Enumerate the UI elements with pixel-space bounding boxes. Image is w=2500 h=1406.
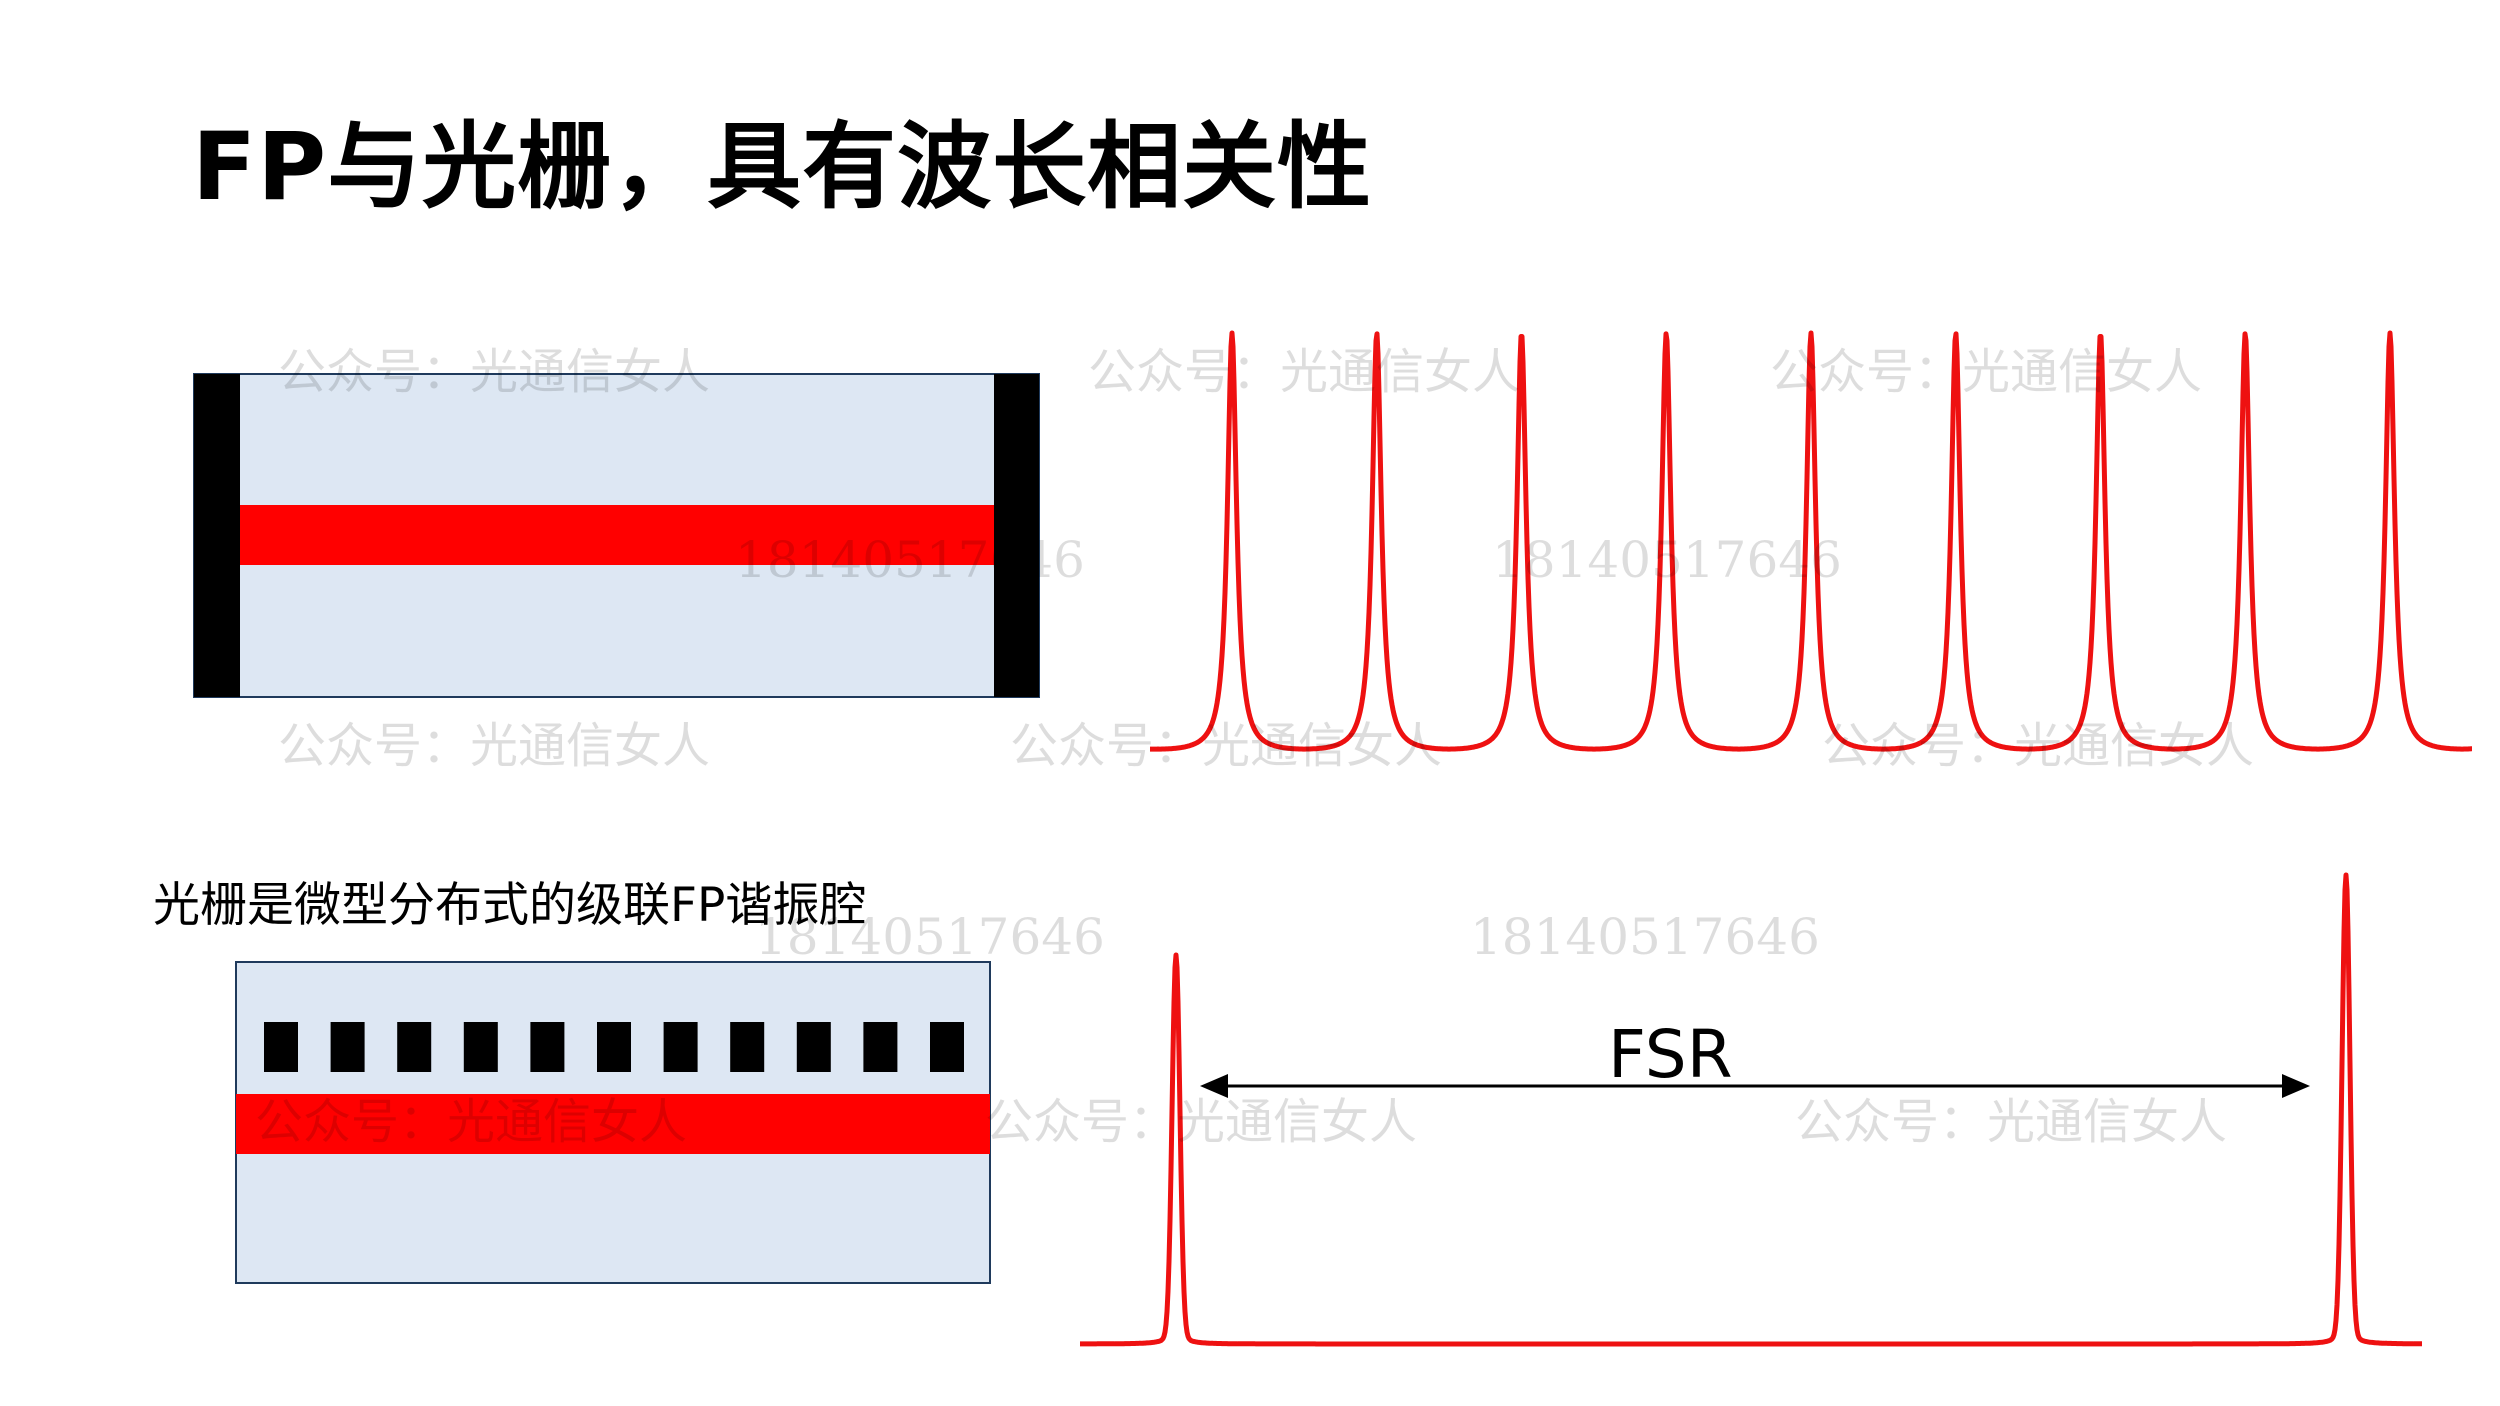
grating-tooth	[597, 1022, 631, 1072]
fsr-arrowhead-right	[2282, 1074, 2310, 1098]
grating-diagram	[235, 961, 991, 1284]
fsr-arrowhead-left	[1200, 1074, 1228, 1098]
grating-spectrum-curve	[1078, 872, 2424, 1347]
fp-cavity-diagram	[193, 373, 1040, 698]
fp-spectrum-curve	[1148, 330, 2474, 752]
grating-tooth	[663, 1022, 698, 1072]
fsr-arrow	[1200, 1074, 2310, 1098]
grating-tooth	[930, 1022, 964, 1072]
grating-waveguide-core	[236, 1094, 990, 1154]
grating-tooth	[264, 1022, 298, 1072]
grating-caption: 光栅是微型分布式的级联FP谐振腔	[153, 878, 867, 933]
grating-tooth	[463, 1022, 498, 1072]
grating-tooth	[863, 1022, 898, 1072]
fp-waveguide-core	[240, 505, 994, 565]
fp-left-mirror	[194, 374, 240, 697]
grating-tooth	[397, 1022, 432, 1072]
grating-tooth	[730, 1022, 765, 1072]
fp-right-mirror	[994, 374, 1039, 697]
grating-tooth	[330, 1022, 365, 1072]
grating-teeth	[264, 1022, 964, 1072]
slide-title: FP与光栅，具有波长相关性	[192, 113, 1373, 222]
grating-tooth	[530, 1022, 565, 1072]
grating-tooth	[796, 1022, 831, 1072]
fsr-label: FSR	[1608, 1016, 1733, 1093]
